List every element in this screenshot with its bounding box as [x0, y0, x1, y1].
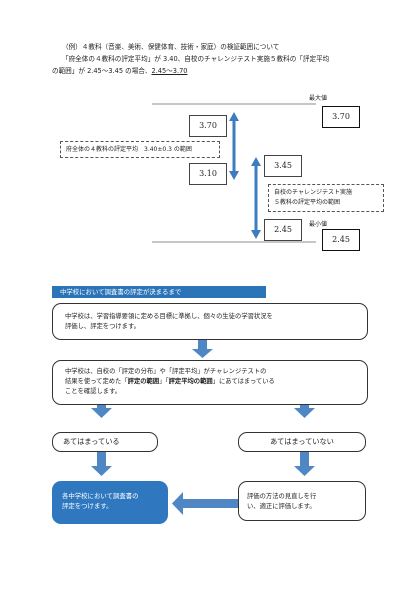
intro-line-1: （例）４教科（音楽、美術、保健体育、技術・家庭）の検証範囲について	[62, 43, 280, 51]
review-line-1: 評価の方法の見直しを行	[247, 493, 317, 500]
applies-box: あてはまっている	[52, 432, 158, 452]
intro-line-3: の範囲」が 2.45～3.45 の場合、2.45～3.70	[52, 66, 187, 76]
max-value-box: 3.70	[322, 106, 360, 128]
review-method-box: 評価の方法の見直しを行 い、適正に評価します。	[238, 481, 366, 521]
result-line-2: 評定をつけます。	[62, 502, 113, 510]
not-applies-box: あてはまっていない	[238, 432, 366, 452]
intro-line-2: 「府全体の４教科の評定平均」が 3.40、自校のチャレンジテスト実施５教科の「評…	[62, 55, 330, 63]
intro-line-3-text: の範囲」が 2.45～3.45 の場合、	[52, 67, 152, 75]
pref-range-arrow	[229, 112, 239, 180]
school-lower-value-box: 2.45	[264, 219, 302, 241]
step-2-box: 中学校は、自校の「評定の分布」や「評定平均」がチャレンジテストの 結果を使って定…	[52, 360, 368, 405]
review-line-2: い、適正に評価します。	[247, 503, 316, 510]
intro-range-highlight: 2.45～3.70	[151, 67, 188, 75]
school-range-description: 自校のチャレンジテスト実施 ５教科の評定平均の範囲	[268, 184, 384, 212]
step-2-line-2-a: 結果を使って定めた「	[65, 378, 128, 385]
step-2-avg-range-term: 評定平均の範囲	[168, 378, 213, 385]
flow-header-bar: 中学校において調査書の評定が決まるまで	[52, 286, 266, 298]
pref-range-description: 府全体の４教科の評定平均 3.40±0.3 の範囲	[60, 141, 220, 158]
step-2-line-3: ことを確認します。	[65, 388, 122, 395]
step-1-line-1: 中学校は、学習指導要領に定める目標に準拠し、個々の生徒の学習状況を	[65, 313, 273, 320]
step-1-line-2: 評価し、評定をつけます。	[65, 323, 140, 330]
step-2-line-2-c: 」「	[159, 378, 169, 385]
step-2-line-2: 結果を使って定めた「評定の範囲」「評定平均の範囲」にあてはまっている	[65, 377, 355, 387]
pref-upper-value-box: 3.70	[189, 115, 227, 137]
step-1-box: 中学校は、学習指導要領に定める目標に準拠し、個々の生徒の学習状況を 評価し、評定…	[52, 303, 368, 340]
result-grade-box: 各中学校において調査書の 評定をつけます。	[52, 481, 168, 524]
step-2-line-2-e: 」にあてはまっている	[212, 378, 275, 385]
min-value-label: 最小値	[309, 221, 328, 228]
school-range-arrow	[251, 157, 261, 239]
max-value-label: 最大値	[309, 95, 328, 102]
pref-lower-value-box: 3.10	[189, 163, 227, 185]
min-value-box: 2.45	[322, 229, 360, 251]
school-upper-value-box: 3.45	[264, 155, 302, 177]
school-range-line-1: 自校のチャレンジテスト実施	[274, 189, 352, 196]
result-line-1: 各中学校において調査書の	[62, 492, 139, 500]
step-2-range-term: 評定の範囲	[127, 378, 160, 385]
school-range-line-2: ５教科の評定平均の範囲	[274, 199, 341, 206]
step-2-line-1: 中学校は、自校の「評定の分布」や「評定平均」がチャレンジテストの	[65, 368, 267, 375]
